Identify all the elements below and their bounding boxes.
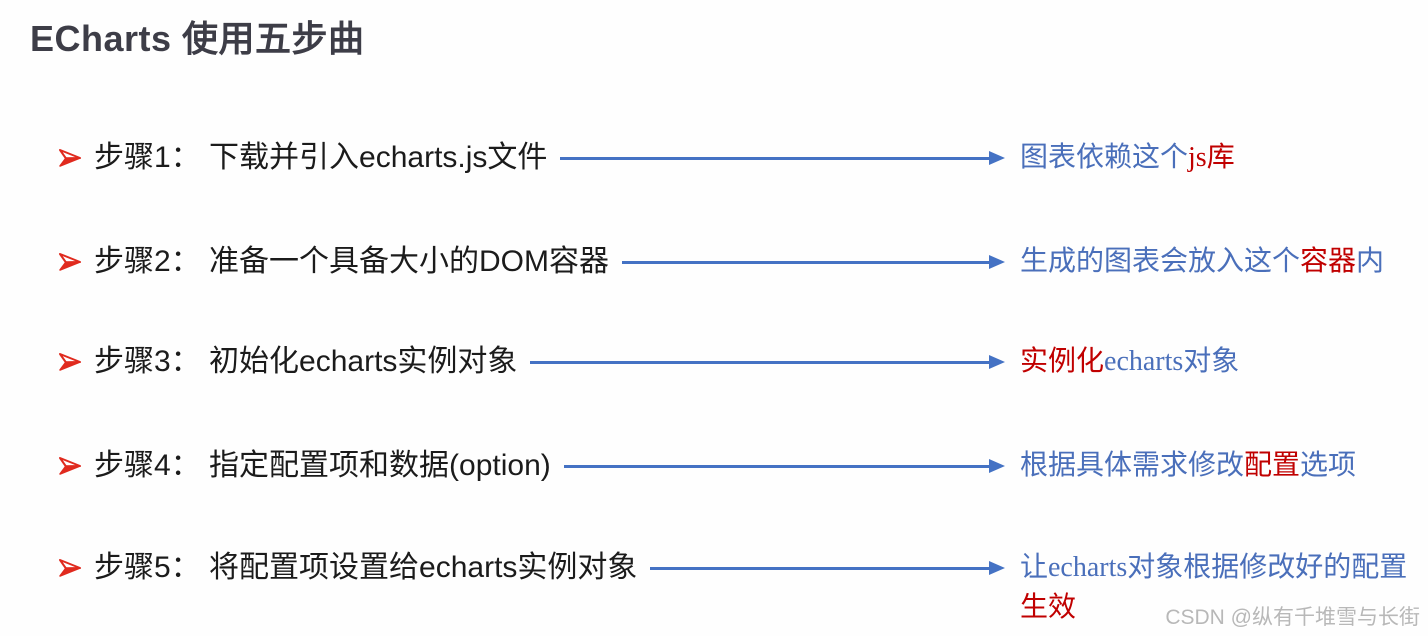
step-row: 步骤3： 初始化echarts实例对象 实例化echarts对象: [58, 341, 1420, 383]
step-note: 图表依赖这个js库: [1020, 137, 1420, 178]
note-segment: 图表依赖这个: [1020, 142, 1189, 173]
step-label: 步骤2： 准备一个具备大小的DOM容器: [94, 245, 610, 278]
note-segment: echarts对象: [1104, 346, 1240, 377]
right-arrow-icon: [563, 445, 1006, 487]
step-row: 步骤5： 将配置项设置给echarts实例对象 让echarts对象根据修改好的…: [58, 547, 1420, 628]
step-label: 步骤5： 将配置项设置给echarts实例对象: [94, 551, 638, 584]
note-segment: 让echarts对象根据修改好的配置: [1020, 552, 1408, 583]
right-arrow-icon: [530, 341, 1005, 383]
note-segment: 根据具体需求修改: [1020, 450, 1245, 481]
step-row: 步骤2： 准备一个具备大小的DOM容器 生成的图表会放入这个容器内: [58, 241, 1420, 283]
note-segment: 实例化: [1020, 346, 1105, 377]
note-segment: 内: [1356, 246, 1385, 277]
right-arrow-icon: [560, 137, 1005, 179]
note-segment: 生效: [1020, 592, 1077, 623]
step-row: 步骤1： 下载并引入echarts.js文件 图表依赖这个js库: [58, 137, 1420, 179]
note-segment: 选项: [1300, 450, 1357, 481]
step-label: 步骤1： 下载并引入echarts.js文件: [94, 141, 548, 174]
arrowhead-bullet-icon: [58, 241, 82, 283]
note-segment: js库: [1188, 142, 1235, 173]
arrowhead-bullet-icon: [58, 547, 82, 589]
watermark: CSDN @纵有千堆雪与长街: [1165, 606, 1420, 629]
page-title: ECharts 使用五步曲: [30, 18, 365, 59]
step-note: 让echarts对象根据修改好的配置生效: [1020, 547, 1420, 628]
arrowhead-bullet-icon: [58, 341, 82, 383]
step-note: 实例化echarts对象: [1020, 341, 1420, 382]
note-segment: 配置: [1244, 450, 1301, 481]
arrowhead-bullet-icon: [58, 445, 82, 487]
step-note: 根据具体需求修改配置选项: [1020, 445, 1420, 486]
note-segment: 容器: [1300, 246, 1357, 277]
step-note: 生成的图表会放入这个容器内: [1020, 241, 1420, 282]
step-row: 步骤4： 指定配置项和数据(option) 根据具体需求修改配置选项: [58, 445, 1420, 487]
step-label: 步骤4： 指定配置项和数据(option): [94, 449, 551, 482]
step-label: 步骤3： 初始化echarts实例对象: [94, 345, 518, 378]
note-segment: 生成的图表会放入这个: [1020, 246, 1301, 277]
arrowhead-bullet-icon: [58, 137, 82, 179]
right-arrow-icon: [650, 547, 1005, 589]
right-arrow-icon: [622, 241, 1005, 283]
